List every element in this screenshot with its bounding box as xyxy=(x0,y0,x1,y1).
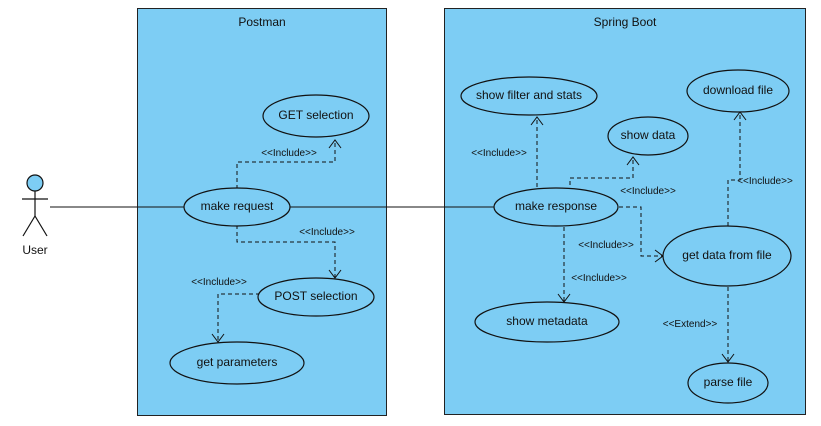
include-make-request-post-selection: <<Include>> xyxy=(236,225,355,279)
actor-head-icon xyxy=(26,174,44,192)
use-case-show-metadata[interactable]: show metadata xyxy=(474,301,620,343)
use-case-get-selection-label: GET selection xyxy=(278,108,353,122)
include-label-show-filter-stats: <<Include>> xyxy=(471,148,527,159)
use-case-show-data[interactable]: show data xyxy=(607,116,689,156)
include-post-selection-get-parameters: <<Include>> xyxy=(191,277,260,343)
use-case-show-metadata-label: show metadata xyxy=(506,314,588,328)
include-label-post-selection: <<Include>> xyxy=(299,227,355,238)
actor-user[interactable]: User xyxy=(22,174,48,257)
use-case-get-data-from-file-label: get data from file xyxy=(682,248,772,262)
include-label-show-data: <<Include>> xyxy=(620,186,676,197)
include-make-response-show-filter-stats: <<Include>> xyxy=(471,116,544,187)
use-case-download-file-label: download file xyxy=(703,83,773,97)
use-case-make-request[interactable]: make request xyxy=(183,187,291,227)
use-case-make-request-label: make request xyxy=(201,199,274,213)
include-label-get-parameters: <<Include>> xyxy=(191,277,247,288)
use-case-get-parameters[interactable]: get parameters xyxy=(169,341,305,385)
postman-system-title: Postman xyxy=(238,15,285,29)
use-case-post-selection-label: POST selection xyxy=(274,289,357,303)
include-label-get-data-from-file: <<Include>> xyxy=(578,240,634,251)
use-case-make-response-label: make response xyxy=(515,199,597,213)
use-case-show-filter-stats-label: show filter and stats xyxy=(476,88,582,102)
spring-boot-system-title: Spring Boot xyxy=(594,15,657,29)
use-case-get-parameters-label: get parameters xyxy=(197,355,278,369)
include-make-response-show-data: <<Include>> xyxy=(569,156,676,197)
actor-left-leg xyxy=(22,215,36,237)
use-case-parse-file-label: parse file xyxy=(704,375,753,389)
use-case-download-file[interactable]: download file xyxy=(686,69,790,113)
include-label-show-metadata: <<Include>> xyxy=(571,273,627,284)
use-case-get-data-from-file[interactable]: get data from file xyxy=(662,225,792,287)
include-label-get-selection: <<Include>> xyxy=(261,148,317,159)
use-case-show-filter-stats[interactable]: show filter and stats xyxy=(460,76,598,116)
use-case-post-selection[interactable]: POST selection xyxy=(257,277,375,317)
use-case-make-response[interactable]: make response xyxy=(493,187,619,227)
include-make-request-get-selection: <<Include>> xyxy=(236,139,342,189)
use-case-show-data-label: show data xyxy=(621,128,676,142)
extend-label-parse-file: <<Extend>> xyxy=(663,319,718,330)
use-case-get-selection[interactable]: GET selection xyxy=(262,94,370,138)
actor-user-label: User xyxy=(22,243,47,257)
use-case-parse-file[interactable]: parse file xyxy=(687,362,769,404)
extend-parse-file-get-data-from-file: <<Extend>> xyxy=(663,287,735,363)
actor-right-leg xyxy=(34,215,48,237)
include-label-download-file: <<Include>> xyxy=(737,176,793,187)
